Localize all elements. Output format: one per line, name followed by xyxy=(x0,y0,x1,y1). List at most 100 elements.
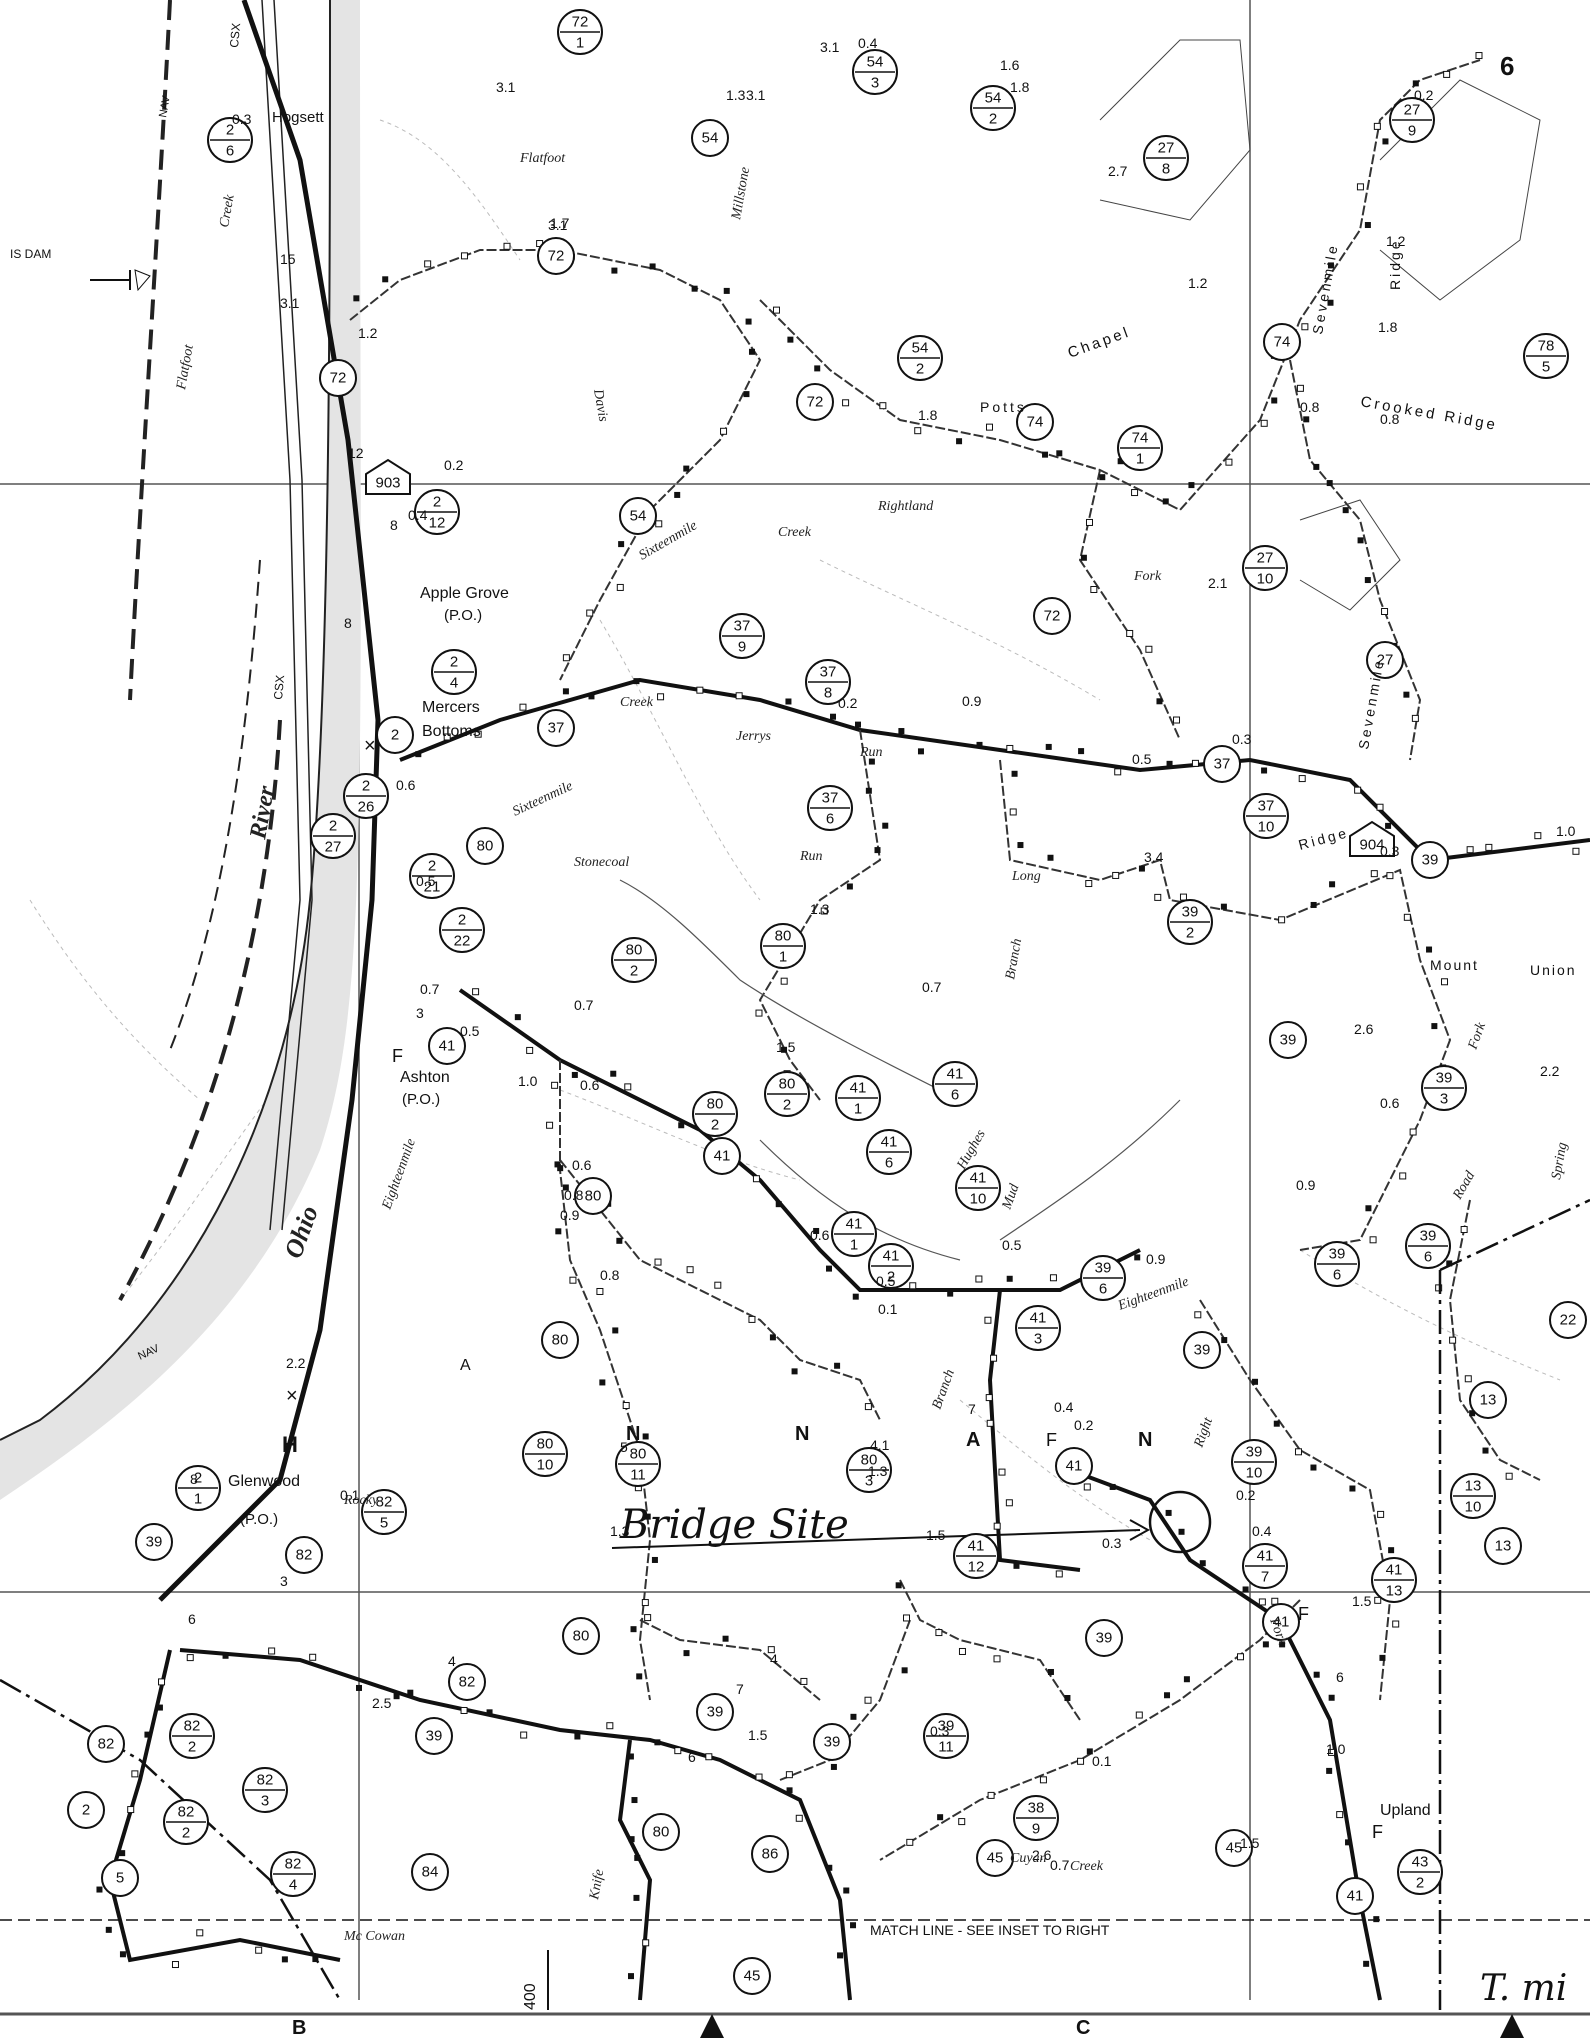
building-marker xyxy=(843,1887,850,1894)
route-shield-37-8: 378 xyxy=(805,659,851,705)
building-marker xyxy=(837,1952,844,1959)
building-marker xyxy=(1114,768,1122,776)
distance-label: 0.2 xyxy=(1236,1487,1256,1503)
route-shield-80-3: 803 xyxy=(846,1447,892,1493)
route-shield-80-2: 802 xyxy=(764,1071,810,1117)
building-marker xyxy=(1077,1757,1085,1765)
stream-knife: Knife xyxy=(587,1868,607,1901)
distance-label: 0.6 xyxy=(580,1077,600,1093)
building-marker xyxy=(714,1281,722,1289)
building-marker xyxy=(654,1258,662,1266)
stream-run-1: Run xyxy=(859,745,883,760)
distance-label: 0.2 xyxy=(838,695,858,711)
distance-label: 0.5 xyxy=(460,1023,480,1039)
route-number: 2 xyxy=(458,912,466,929)
streams xyxy=(619,879,1181,1261)
distance-label: 0.1 xyxy=(878,1301,898,1317)
distance-label: 1.5 xyxy=(1240,1835,1260,1851)
building-marker xyxy=(443,733,451,741)
building-marker xyxy=(627,1753,634,1760)
route-number: 13 xyxy=(1480,1392,1497,1409)
stream-flatfoot-left: Flatfoot xyxy=(174,343,197,392)
building-marker xyxy=(1145,645,1153,653)
building-marker xyxy=(898,728,905,735)
route-number: 74 xyxy=(1132,430,1149,447)
route-number: 2 xyxy=(450,654,458,671)
rail-csx-top: CSX xyxy=(227,22,243,48)
building-marker xyxy=(1373,1916,1380,1923)
route-subnumber: 4 xyxy=(289,1877,297,1894)
distance-label: 0.8 xyxy=(564,1187,584,1203)
building-marker xyxy=(1165,1509,1172,1516)
building-marker xyxy=(767,1646,775,1654)
building-marker xyxy=(503,242,511,250)
building-marker xyxy=(186,1654,194,1662)
route-subnumber: 1 xyxy=(779,949,787,966)
distance-label: 0.5 xyxy=(1002,1237,1022,1253)
route-subnumber: 2 xyxy=(182,1825,190,1842)
route-number: 72 xyxy=(807,394,824,411)
distance-label: 0.2 xyxy=(1414,87,1434,103)
distance-label: 1.8 xyxy=(1378,319,1398,335)
building-marker xyxy=(156,1704,163,1711)
route-number: 72 xyxy=(548,248,565,265)
route-number: 27 xyxy=(1404,102,1421,119)
route-shield-904: 904 xyxy=(1349,820,1395,857)
route-shield-80: 80 xyxy=(466,827,504,865)
route-shield-2-27: 227 xyxy=(310,813,356,859)
bridge-site-marker xyxy=(611,1490,1212,1554)
building-marker xyxy=(562,1184,569,1191)
building-marker xyxy=(909,1282,917,1290)
route-subnumber: 2 xyxy=(887,1269,895,1286)
route-number: 2 xyxy=(82,1802,90,1819)
building-marker xyxy=(1064,1695,1071,1702)
building-marker xyxy=(1403,691,1410,698)
building-marker xyxy=(755,1009,763,1017)
building-marker xyxy=(686,1266,694,1274)
distance-label: 1.2 xyxy=(1188,275,1208,291)
route-shield-72: 72 xyxy=(796,383,834,421)
building-marker xyxy=(96,1886,103,1893)
route-number: 13 xyxy=(1495,1538,1512,1555)
building-marker xyxy=(486,1709,493,1716)
distance-label: 2.7 xyxy=(1108,163,1128,179)
route-shield-2-12: 212 xyxy=(414,489,460,535)
building-marker xyxy=(1313,1671,1320,1678)
building-marker xyxy=(826,1265,833,1272)
route-number: 39 xyxy=(938,1718,955,1735)
route-subnumber: 9 xyxy=(1408,123,1416,140)
distance-label: 0.1 xyxy=(340,1487,360,1503)
building-marker xyxy=(748,348,755,355)
grid-col-c: C xyxy=(1076,2017,1090,2038)
route-shield-37: 37 xyxy=(1203,745,1241,783)
distance-label: 0.4 xyxy=(1252,1523,1272,1539)
distance-label: 5 xyxy=(620,1439,628,1455)
building-marker xyxy=(985,423,993,431)
building-marker xyxy=(1183,1676,1190,1683)
route-number: 37 xyxy=(1258,798,1275,815)
route-number: 72 xyxy=(1044,608,1061,625)
route-shield-38-9: 389 xyxy=(1013,1795,1059,1841)
route-shield-45: 45 xyxy=(733,1957,771,1995)
route-number: 72 xyxy=(572,14,589,31)
building-marker xyxy=(636,1673,643,1680)
route-shield-84: 84 xyxy=(411,1853,449,1891)
building-marker xyxy=(618,541,625,548)
distance-labels: 3.13.13.13.13.11.70.40.40.40.41.31.31.31… xyxy=(188,35,1576,1873)
building-marker xyxy=(281,1956,288,1963)
route-number: 54 xyxy=(912,340,929,357)
building-marker xyxy=(1399,1172,1407,1180)
building-marker xyxy=(868,758,875,765)
building-marker xyxy=(596,1287,604,1295)
building-marker xyxy=(1327,299,1334,306)
building-marker xyxy=(309,1653,317,1661)
route-number: 41 xyxy=(947,1066,964,1083)
building-marker xyxy=(472,988,480,996)
route-shield-41-7: 417 xyxy=(1242,1543,1288,1589)
distance-label: 7 xyxy=(968,1401,976,1417)
property-outlines xyxy=(1099,39,1541,611)
place-mercers: Mercers xyxy=(422,699,480,716)
route-subnumber: 11 xyxy=(630,1467,646,1484)
